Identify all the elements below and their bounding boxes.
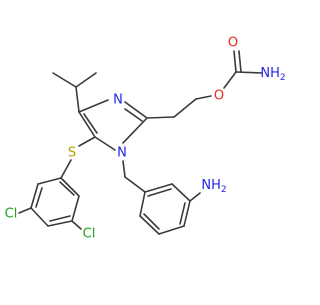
atom-cl-right: Cl: [83, 227, 96, 242]
bond: [71, 220, 82, 230]
bond: [30, 183, 39, 209]
atom-o-ester: O: [214, 89, 224, 104]
bond: [78, 99, 109, 113]
bond: [146, 116, 175, 119]
bond: [179, 202, 186, 225]
atom-o-carbonyl: O: [228, 36, 238, 51]
bond: [139, 191, 146, 217]
atom-n-imidazole: N: [113, 93, 123, 108]
bond: [124, 176, 146, 193]
atom-s-thioether: S: [68, 146, 76, 161]
bond: [195, 95, 212, 100]
bond: [78, 111, 96, 138]
bond: [139, 215, 160, 235]
atom-labels: O NH2 O N N S NH2 Cl Cl: [5, 36, 286, 242]
structure-svg: O NH2 O N N S NH2 Cl Cl: [5, 36, 286, 242]
bond: [143, 213, 160, 230]
bond: [75, 72, 97, 88]
bond: [60, 177, 80, 197]
bond: [60, 159, 72, 179]
atom-nh2-aniline: NH2: [201, 178, 226, 195]
bond: [147, 188, 172, 197]
bond: [183, 200, 191, 227]
molecule-drawing: O NH2 O N N S NH2 Cl Cl: [5, 36, 286, 242]
bond: [124, 108, 143, 122]
bond: [223, 71, 237, 89]
atom-n-benzyl: N: [117, 146, 127, 161]
bond: [233, 50, 237, 73]
bond: [35, 187, 43, 208]
bond: [71, 195, 80, 222]
bond: [158, 225, 185, 235]
bond: [144, 183, 173, 193]
bond: [173, 98, 197, 118]
bond: [37, 177, 62, 185]
bond: [238, 50, 242, 73]
bonds: [18, 50, 263, 235]
bond: [235, 71, 263, 74]
bond: [171, 183, 191, 202]
bond: [83, 113, 98, 134]
bond: [52, 72, 77, 88]
atom-cl-left: Cl: [5, 207, 18, 222]
bond: [47, 220, 73, 227]
bond: [49, 215, 71, 222]
bond: [75, 86, 80, 113]
bond: [59, 181, 75, 196]
bond: [94, 136, 116, 151]
bond: [122, 160, 126, 178]
bond: [30, 207, 49, 227]
bond: [78, 136, 96, 147]
bond: [189, 192, 201, 202]
atom-nh2-carbamate: NH2: [260, 66, 285, 83]
bond: [122, 117, 148, 144]
bond: [18, 207, 32, 214]
bond: [124, 101, 148, 119]
